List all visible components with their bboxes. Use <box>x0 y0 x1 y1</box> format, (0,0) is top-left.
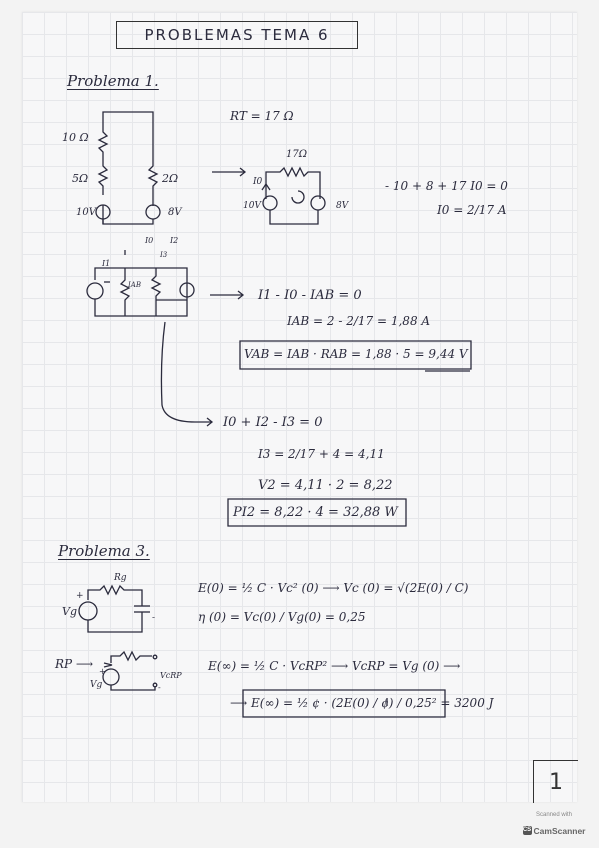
polarity-plus: + <box>99 667 106 676</box>
kcl-equation-2: I0 + I2 - I3 = 0 <box>223 415 323 430</box>
camscanner-logo-icon: CS <box>522 826 532 835</box>
camscanner-brand-text: CamScanner <box>533 825 586 836</box>
energy-final-equation: E(∞) = ½ C · VcRP² ⟶ VcRP = Vg (0) ⟶ <box>208 659 461 673</box>
resistor-label: Rg <box>114 573 127 583</box>
problem-1-heading: Problema 1. <box>67 72 159 90</box>
circuit-3 <box>87 250 194 316</box>
capacitor-voltage-label: VcRP <box>160 671 182 680</box>
document-title: PROBLEMAS TEMA 6 <box>116 21 358 49</box>
resistor-label: 17Ω <box>286 149 308 160</box>
iab-equation: IAB = 2 - 2/17 = 1,88 A <box>287 314 431 328</box>
current-label: I2 <box>170 236 179 245</box>
scanned-with-text: Scanned with <box>535 812 573 818</box>
problem-3-heading: Problema 3. <box>58 542 150 560</box>
voltage-source-label: 8V <box>336 201 349 211</box>
kcl-equation-1: I1 - I0 - IAB = 0 <box>258 288 362 303</box>
circuit-1 <box>96 112 160 224</box>
current-label: I0 <box>145 236 154 245</box>
rp-label: RP ⟶ <box>55 657 94 671</box>
polarity-plus: + <box>76 591 84 601</box>
polarity-minus: - <box>152 613 156 623</box>
voltage-source-label: 10V <box>76 207 96 218</box>
camscanner-watermark: Scanned with CS CamScanner <box>519 812 589 836</box>
current-result-equation: I0 = 2/17 A <box>437 203 507 217</box>
voltage-source-label: Vg <box>90 680 103 690</box>
current-label: I3 <box>160 251 168 259</box>
current-label: I1 <box>102 259 111 268</box>
resistor-label: 10 Ω <box>62 131 89 144</box>
camscanner-brand: CS CamScanner <box>522 825 586 836</box>
power-result-equation: PI2 = 8,22 · 4 = 32,88 W <box>233 505 398 520</box>
v2-equation: V2 = 4,11 · 2 = 8,22 <box>258 478 393 493</box>
i3-equation: I3 = 2/17 + 4 = 4,11 <box>258 447 385 461</box>
total-resistance-equation: RT = 17 Ω <box>230 109 294 123</box>
kvl-equation: - 10 + 8 + 17 I0 = 0 <box>385 179 508 193</box>
circuit-2 <box>262 168 325 224</box>
voltage-source-label: 10V <box>243 201 261 211</box>
energy-result-equation: ⟶ E(∞) = ½ ¢ · (2E(0) / ¢) / 0,25² = 320… <box>230 696 494 710</box>
resistor-label: 5Ω <box>72 172 89 185</box>
current-label: IAB <box>128 281 141 289</box>
circuit-3a <box>79 586 150 632</box>
polarity-minus: - <box>158 683 161 692</box>
voltage-source-label: 8V <box>168 207 182 218</box>
voltage-source-label: Vg <box>62 605 77 618</box>
page-number: 1 <box>533 760 578 803</box>
resistor-label: 2Ω <box>162 172 179 185</box>
energy-initial-equation: E(0) = ½ C · Vc² (0) ⟶ Vc (0) = √(2E(0) … <box>198 581 469 595</box>
vab-result-equation: VAB = IAB · RAB = 1,88 · 5 = 9,44 V <box>244 347 468 361</box>
current-label: I0 <box>253 177 263 187</box>
circuit-3b <box>103 652 157 690</box>
efficiency-equation: η (0) = Vc(0) / Vg(0) = 0,25 <box>198 610 366 624</box>
